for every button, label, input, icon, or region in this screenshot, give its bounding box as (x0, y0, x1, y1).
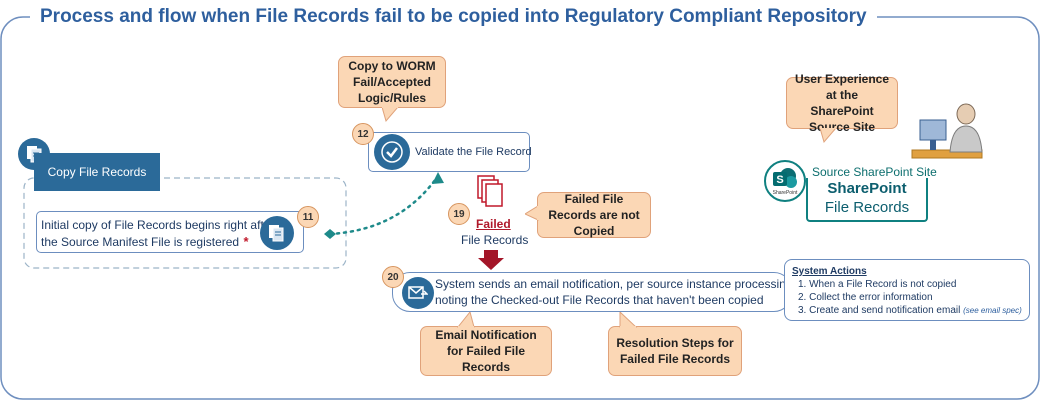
user-at-computer-icon (911, 103, 983, 159)
step-19-badge: 19 (448, 203, 470, 225)
email-send-icon (402, 277, 434, 309)
step-20-badge: 20 (382, 266, 404, 288)
email-spec-note: (see email spec) (963, 306, 1022, 315)
email-notification-callout: Email Notification for Failed File Recor… (420, 326, 552, 376)
user-experience-callout-tail (820, 128, 837, 144)
copy-file-records-header: Copy File Records (34, 153, 160, 191)
system-action-item-1: 1. When a File Record is not copied (798, 279, 957, 290)
sharepoint-file-records: File Records (824, 199, 910, 216)
step-11-badge: 11 (297, 206, 319, 228)
user-experience-callout: User Experience at the SharePoint Source… (786, 72, 898, 134)
resolution-callout-tail (619, 312, 638, 328)
email-notification-bar: System sends an email notification, per … (392, 272, 796, 312)
file-records-icon (260, 216, 294, 250)
initial-copy-line2: the Source Manifest File is registered (41, 235, 240, 249)
checkmark-icon (374, 134, 410, 170)
initial-copy-line1: Initial copy of File Records begins righ… (41, 218, 275, 232)
svg-text:S: S (776, 174, 783, 186)
initial-copy-box: Initial copy of File Records begins righ… (36, 211, 304, 253)
page-title: Process and flow when File Records fail … (30, 6, 877, 28)
sharepoint-file-records-box: SharePoint File Records (806, 178, 928, 222)
validate-label: Validate the File Record (415, 146, 532, 158)
system-action-item-3: 3. Create and send notification email (798, 305, 961, 316)
step-12-badge: 12 (352, 123, 374, 145)
email-callout-tail (456, 312, 475, 328)
not-copied-callout: Failed File Records are not Copied (537, 192, 651, 238)
notification-line2: noting the Checked-out File Records that… (435, 293, 764, 307)
sharepoint-logo-caption: SharePoint (772, 190, 798, 196)
system-action-item-2: 2. Collect the error information (798, 292, 933, 303)
failed-file-records-label: File Records (461, 233, 529, 247)
sharepoint-logo: S SharePoint (764, 160, 806, 202)
system-actions-box: System Actions 1. When a File Record is … (784, 259, 1030, 321)
failed-label: Failed (476, 217, 511, 231)
worm-callout-tail (382, 107, 399, 123)
notification-line1: System sends an email notification, per … (435, 277, 796, 291)
sharepoint-title: SharePoint (827, 180, 907, 197)
failed-documents-icon (477, 175, 503, 207)
source-site-label: Source SharePoint Site (812, 165, 937, 179)
not-copied-callout-tail (525, 206, 539, 221)
sharepoint-icon: S (773, 168, 797, 188)
system-actions-heading: System Actions (792, 266, 867, 277)
resolution-steps-callout: Resolution Steps for Failed File Records (608, 326, 742, 376)
asterisk-note: * (243, 234, 249, 249)
worm-logic-callout: Copy to WORM Fail/Accepted Logic/Rules (338, 56, 446, 108)
